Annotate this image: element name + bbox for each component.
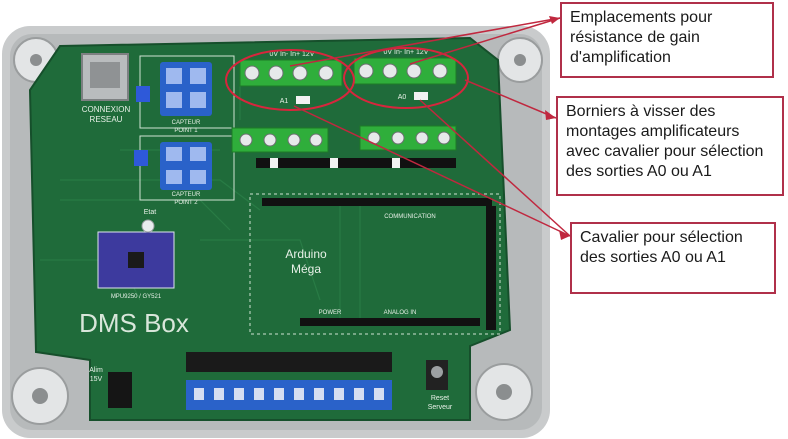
power-header-label: POWER: [319, 310, 342, 316]
callout-screw-terminals: Borniers à visser des montages amplifica…: [556, 96, 784, 196]
callout-gain-resistor: Emplacements pour résistance de gain d'a…: [560, 2, 774, 78]
amp-terminal-a0: [353, 57, 457, 85]
reset-label-2: Serveur: [428, 404, 453, 411]
highlight-ellipse-a0: [343, 47, 469, 109]
point-2-label: POINT 2: [174, 200, 198, 206]
status-led-label: Etat: [144, 209, 157, 216]
imu-label: MPU9250 / GY521: [111, 294, 162, 300]
status-led: [141, 219, 155, 233]
arduino-bottom-header: [300, 318, 480, 326]
sensor-label-1: CAPTEUR: [172, 120, 201, 126]
sensor-point-2-area: [139, 135, 235, 201]
arduino-right-header: [486, 206, 496, 330]
callout-jumper-selection: Cavalier pour sélection des sorties A0 o…: [570, 222, 776, 294]
communication-label: COMMUNICATION: [384, 214, 436, 220]
arduino-label-2: Méga: [291, 262, 321, 276]
point-1-label: POINT 1: [174, 128, 198, 134]
bottom-terminal-black: [186, 352, 392, 372]
power-label-1: Alim: [89, 367, 103, 374]
network-label-1: CONNEXION: [82, 105, 131, 114]
board-title: DMS Box: [79, 308, 189, 338]
arduino-top-header: [262, 198, 492, 206]
highlight-ellipse-a1: [225, 49, 355, 111]
power-jack: [108, 372, 132, 408]
power-label-2: 15V: [90, 376, 103, 383]
jumper-header-row: [256, 158, 456, 168]
reset-label-1: Reset: [431, 395, 449, 402]
analog-in-label: ANALOG IN: [384, 310, 417, 316]
arduino-mega-area: [249, 193, 501, 335]
sensor-label-2: CAPTEUR: [172, 192, 201, 198]
jumper-a1-label: A1: [280, 98, 289, 105]
amp-terminal-lower-1: [231, 127, 329, 153]
terminal-labels-a0: 0V In- In+ 12V: [384, 49, 429, 56]
jumper-a0: [414, 92, 428, 100]
jumper-a0-label: A0: [398, 94, 407, 101]
arduino-label-1: Arduino: [285, 247, 327, 261]
network-label-2: RESEAU: [90, 115, 123, 124]
jumper-a1: [296, 96, 310, 104]
terminal-labels-a1: 0V In- In+ 12V: [270, 51, 315, 58]
amp-terminal-a1: [239, 59, 343, 87]
callout-arrows: [289, 17, 571, 237]
ethernet-connector: [81, 53, 129, 101]
